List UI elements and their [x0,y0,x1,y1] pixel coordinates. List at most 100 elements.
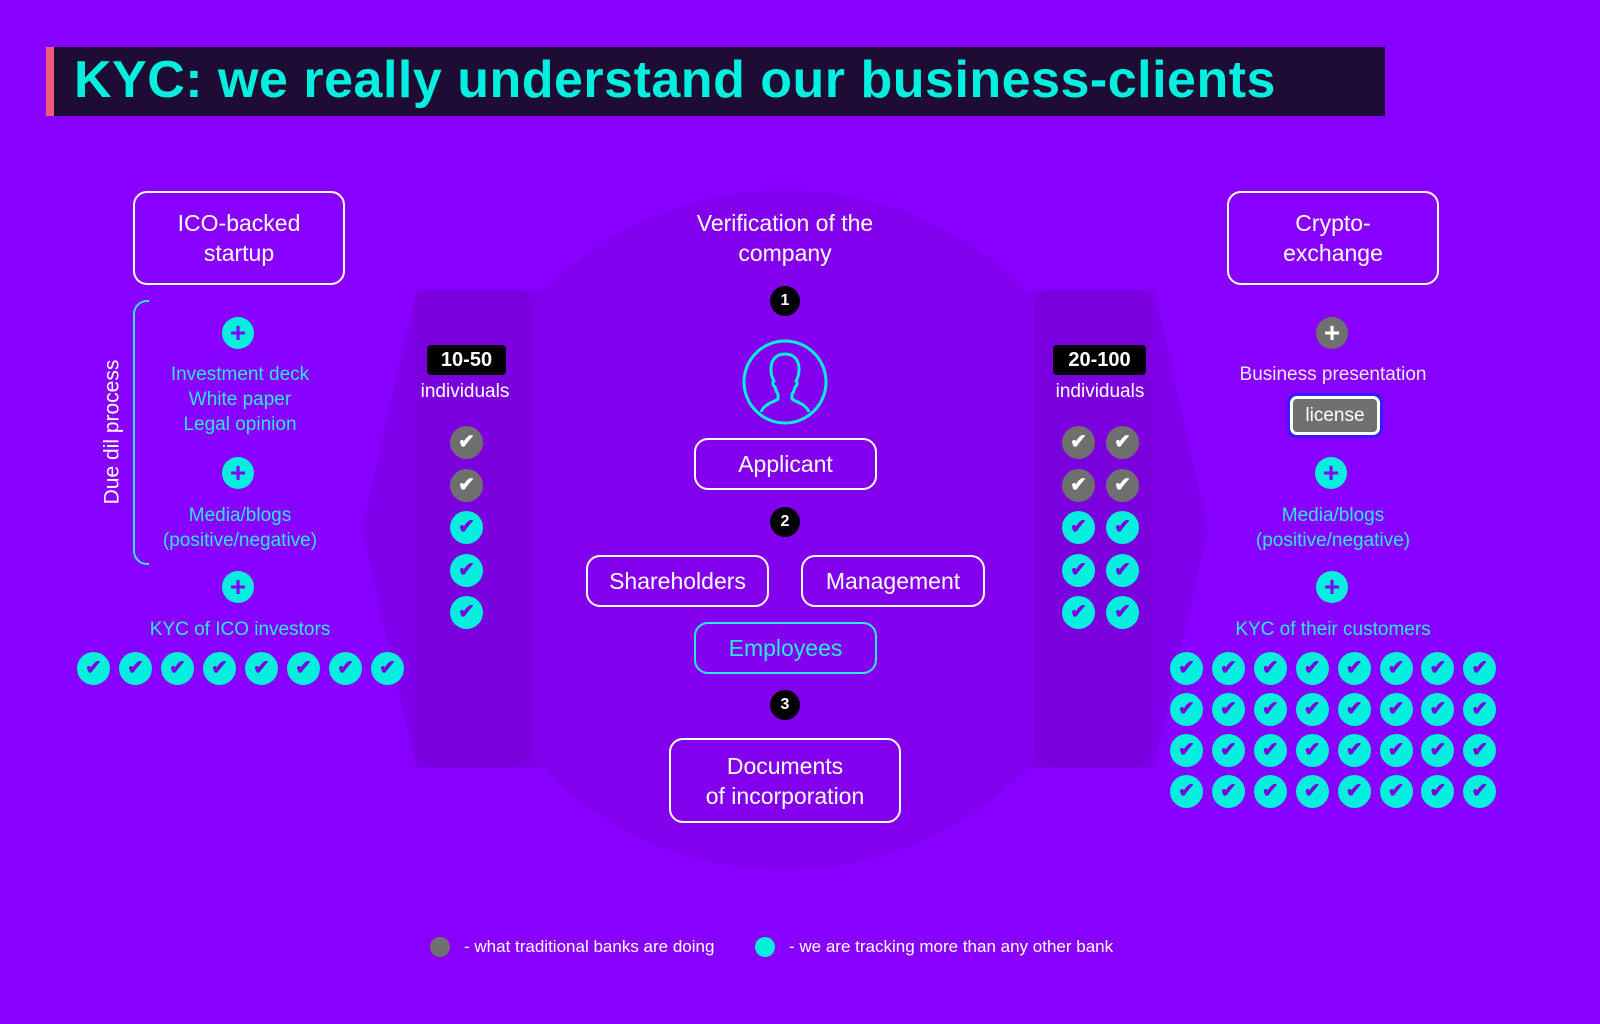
cyan-check-icon: ✔ [1253,775,1287,808]
legend-traditional-label: - what traditional banks are doing [464,937,715,956]
crypto-exchange-label-line1: Crypto- [1295,210,1371,236]
media-label: Media/blogs [188,505,292,526]
media-sentiment-label: (positive/negative) [162,530,318,551]
plus-icon: + [222,457,254,489]
cyan-check-icon: ✔ [119,652,152,685]
cyan-check-icon: ✔ [1379,693,1413,726]
cyan-check-icon: ✔ [1463,652,1497,685]
cyan-check-icon: ✔ [1295,775,1329,808]
left-range-badge: 10-50 [427,345,506,375]
documents-label-line2: of incorporation [705,782,865,809]
right-range-badge: 20-100 [1053,345,1146,375]
plus-icon: + [1316,317,1348,349]
ico-startup-box: ICO-backed startup [133,191,345,285]
cyan-check-icon: ✔ [245,652,278,685]
cyan-check-icon: ✔ [1379,734,1413,767]
crypto-exchange-label-line2: exchange [1283,240,1383,266]
right-items-media: Media/blogs (positive/negative) [1233,503,1433,553]
gray-check-icon: ✔ [450,426,483,459]
cyan-check-icon: ✔ [450,511,483,544]
media-label: Media/blogs [1281,505,1385,526]
cyan-check-icon: ✔ [1421,693,1455,726]
page-title: KYC: we really understand our business-c… [74,51,1276,109]
crypto-exchange-box: Crypto- exchange [1227,191,1439,285]
legend-gray-dot [430,937,450,957]
cyan-check-icon: ✔ [1062,596,1095,629]
verification-title-line1: Verification of the [696,210,874,236]
legend-tracking-label: - we are tracking more than any other ba… [789,937,1114,956]
cyan-check-icon: ✔ [1106,596,1139,629]
applicant-box: Applicant [694,438,877,490]
left-items-docs: Investment deck White paper Legal opinio… [140,362,340,437]
due-dil-bracket [133,300,149,565]
cyan-check-icon: ✔ [1211,775,1245,808]
cyan-check-icon: ✔ [329,652,362,685]
cyan-check-icon: ✔ [450,596,483,629]
cyan-check-icon: ✔ [1170,734,1203,767]
person-icon [741,338,829,426]
ico-startup-label: ICO-backed startup [177,210,301,266]
cyan-check-icon: ✔ [1211,693,1245,726]
documents-label-line1: Documents [726,752,844,779]
employees-box: Employees [694,622,877,674]
cyan-check-icon: ✔ [1463,734,1497,767]
applicant-label: Applicant [738,451,833,477]
cyan-check-icon: ✔ [1106,553,1139,587]
kyc-customers-label: KYC of their customers [1235,619,1431,640]
cyan-check-icon: ✔ [1253,652,1287,685]
gray-check-icon: ✔ [1062,426,1095,459]
cyan-check-icon: ✔ [1253,693,1287,726]
shareholders-box: Shareholders [586,555,769,607]
investment-deck-label: Investment deck [170,364,310,385]
legal-opinion-label: Legal opinion [183,414,297,435]
plus-icon: + [1315,457,1347,489]
cyan-check-icon: ✔ [77,652,110,685]
cyan-check-icon: ✔ [1062,553,1095,587]
cyan-check-icon: ✔ [1295,734,1329,767]
right-individuals-label: individuals [1055,381,1145,402]
plus-icon: + [222,571,254,603]
step-3-badge: 3 [770,690,800,720]
gray-check-icon: ✔ [1062,468,1095,502]
cyan-check-icon: ✔ [1421,734,1455,767]
management-box: Management [801,555,985,607]
cyan-check-icon: ✔ [1170,775,1203,808]
cyan-check-icon: ✔ [371,652,404,685]
cyan-check-icon: ✔ [1463,693,1497,726]
cyan-check-icon: ✔ [1170,693,1203,726]
documents-box: Documents of incorporation [669,738,901,823]
media-sentiment-label: (positive/negative) [1255,530,1411,551]
white-paper-label: White paper [188,389,292,410]
step-2-badge: 2 [770,507,800,537]
cyan-check-icon: ✔ [203,652,236,685]
left-items-media: Media/blogs (positive/negative) [140,503,340,553]
cyan-check-icon: ✔ [1337,693,1371,726]
cyan-check-icon: ✔ [287,652,320,685]
cyan-check-icon: ✔ [1337,734,1371,767]
cyan-check-icon: ✔ [1379,652,1413,685]
title-bar: KYC: we really understand our business-c… [46,47,1385,116]
employees-label: Employees [728,635,843,661]
cyan-check-icon: ✔ [1337,775,1371,808]
license-tag: license [1287,393,1383,438]
cyan-check-icon: ✔ [1463,775,1497,808]
cyan-check-icon: ✔ [1421,652,1455,685]
management-label: Management [825,568,961,594]
cyan-check-icon: ✔ [1062,511,1095,544]
verification-title: Verification of the company [635,208,935,268]
gray-check-icon: ✔ [1106,468,1139,502]
legend-cyan-dot [755,937,775,957]
plus-icon: + [222,317,254,349]
license-label: license [1290,396,1380,435]
cyan-check-icon: ✔ [161,652,194,685]
kyc-investors-label: KYC of ICO investors [149,619,331,640]
left-individuals-label: individuals [420,381,510,402]
cyan-check-icon: ✔ [1337,652,1371,685]
cyan-check-icon: ✔ [1211,652,1245,685]
business-presentation-label: Business presentation [1239,364,1427,385]
gray-check-icon: ✔ [1106,426,1139,459]
cyan-check-icon: ✔ [450,553,483,587]
cyan-check-icon: ✔ [1421,775,1455,808]
verification-title-line2: company [738,240,832,266]
cyan-check-icon: ✔ [1170,652,1203,685]
